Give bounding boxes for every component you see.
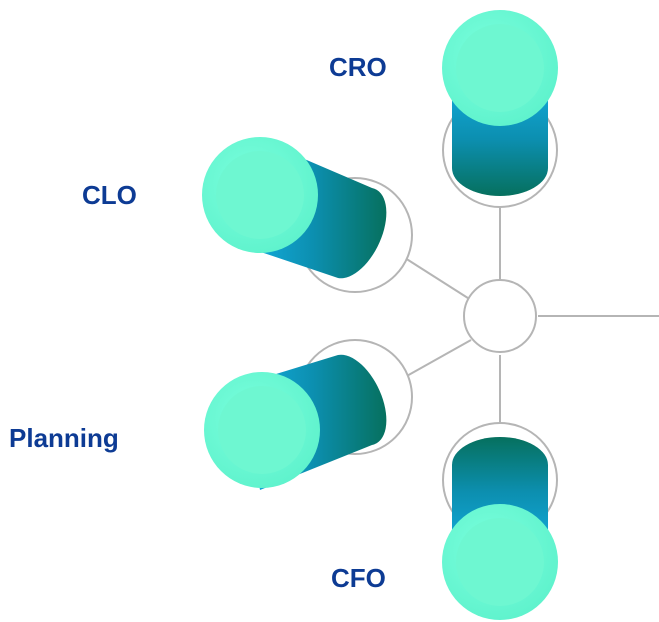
- cylinder-cap-inner-cfo: [456, 518, 544, 606]
- node-label-clo: CLO: [82, 180, 137, 210]
- node-planning: [204, 339, 413, 490]
- node-cfo: [442, 422, 558, 620]
- node-clo: [202, 137, 413, 293]
- cylinder-cap-inner-clo: [216, 151, 304, 239]
- node-label-cfo: CFO: [331, 563, 386, 593]
- node-label-planning: Planning: [9, 423, 119, 453]
- connector-clo: [404, 257, 472, 301]
- cylinder-cap-inner-planning: [218, 386, 306, 474]
- node-cro: [442, 10, 558, 208]
- node-label-cro: CRO: [329, 52, 387, 82]
- connectors: [404, 208, 659, 424]
- connector-planning: [404, 339, 472, 378]
- cylinder-cap-inner-cro: [456, 24, 544, 112]
- hub-node: [463, 279, 537, 353]
